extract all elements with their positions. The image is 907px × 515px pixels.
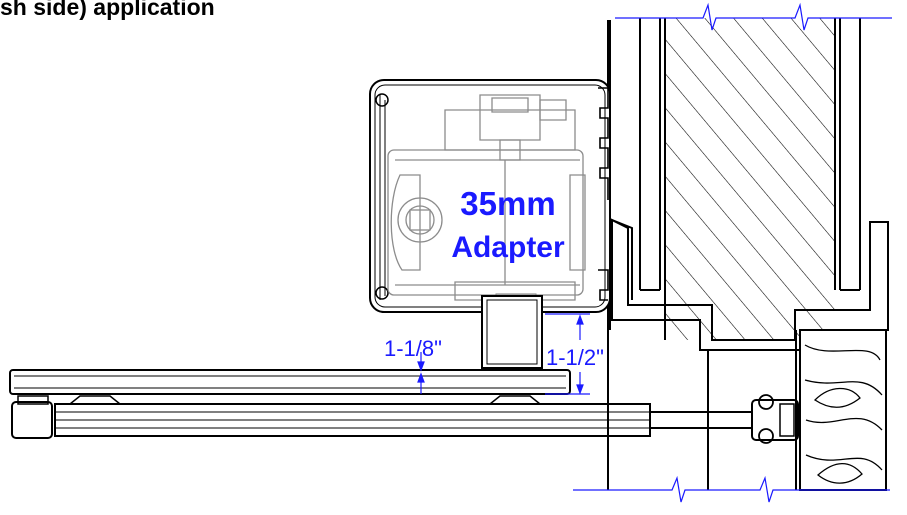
dimension-label-1-1-8: 1-1/8" — [384, 336, 442, 361]
closer-mechanism — [387, 94, 586, 301]
adapter-label-line1: 35mm — [460, 185, 555, 222]
door-leaf-rail — [9, 369, 571, 395]
door-frame-section — [639, 18, 861, 340]
dimension-label-1-1-2: 1-1/2" — [546, 345, 604, 370]
dimension-lines — [417, 313, 590, 395]
arm-spindle-block — [481, 293, 543, 369]
wood-block-section — [795, 329, 887, 491]
break-lines — [573, 2, 892, 503]
adapter-label-line2: Adapter — [451, 231, 565, 264]
drawing-heading: sh side) application — [0, 0, 215, 20]
track-arm — [11, 394, 799, 444]
